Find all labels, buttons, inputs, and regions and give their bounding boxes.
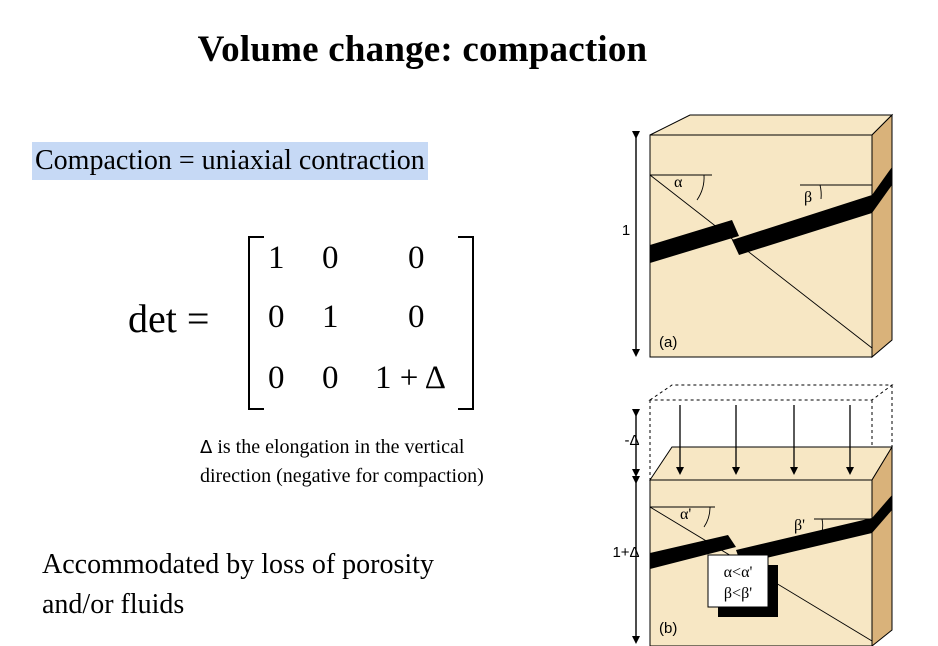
matrix-cell-r2c3: 0 [408, 299, 425, 335]
angle-relation-alpha: α<α' [724, 564, 753, 581]
delta-note-line1-text: is the elongation in the vertical [212, 436, 465, 458]
accommodation-line2: and/or fluids [42, 589, 185, 620]
angle-relation-beta: β<β' [724, 585, 752, 602]
deformation-matrix: 1 0 0 0 1 0 0 0 1 + Δ [248, 236, 474, 410]
panel-b-beta-label: β' [794, 517, 805, 534]
compaction-diagram: 1 (a) α β -Δ 1+Δ (b) α' β' α<α' β<β' [612, 113, 894, 646]
panel-a-height-label: 1 [622, 222, 630, 239]
panel-b-height-label: 1+Δ [612, 544, 639, 561]
panel-a-block [632, 113, 894, 359]
matrix-right-bracket [458, 236, 474, 410]
matrix-cell-r3c3: 1 + Δ [375, 360, 447, 396]
compaction-figure: 1 (a) α β -Δ 1+Δ (b) α' β' α<α' β<β' [600, 95, 938, 646]
delta-note: Δ is the elongation in the vertical dire… [200, 433, 484, 490]
matrix-cell-r3c2: 0 [322, 360, 339, 396]
matrix-cell-r1c1: 1 [268, 240, 285, 276]
panel-a-alpha-label: α [674, 174, 683, 191]
matrix-cell-r1c2: 0 [322, 240, 339, 276]
matrix-cell-r2c1: 0 [268, 299, 285, 335]
delta-symbol: Δ [200, 437, 213, 458]
accommodation-line1: Accommodated by loss of porosity [42, 549, 434, 580]
delta-note-line1: Δ is the elongation in the vertical [200, 433, 484, 462]
matrix-cell-r2c2: 1 [322, 299, 339, 335]
panel-b-shortening-label: -Δ [624, 432, 639, 449]
det-label: det = [128, 296, 210, 341]
matrix-cell-r3c1: 0 [268, 360, 285, 396]
matrix-left-bracket [248, 236, 264, 410]
panel-b-label: (b) [659, 620, 677, 637]
delta-note-line2: direction (negative for compaction) [200, 465, 484, 487]
slide-title: Volume change: compaction [197, 29, 648, 70]
accommodation-text: Accommodated by loss of porosity and/or … [42, 545, 434, 625]
highlighted-definition: Compaction = uniaxial contraction [32, 142, 428, 180]
panel-a-beta-label: β [804, 189, 812, 206]
matrix-cell-r1c3: 0 [408, 240, 425, 276]
panel-b-alpha-label: α' [680, 506, 691, 523]
panel-b-block [632, 384, 894, 646]
panel-a-label: (a) [659, 334, 677, 351]
